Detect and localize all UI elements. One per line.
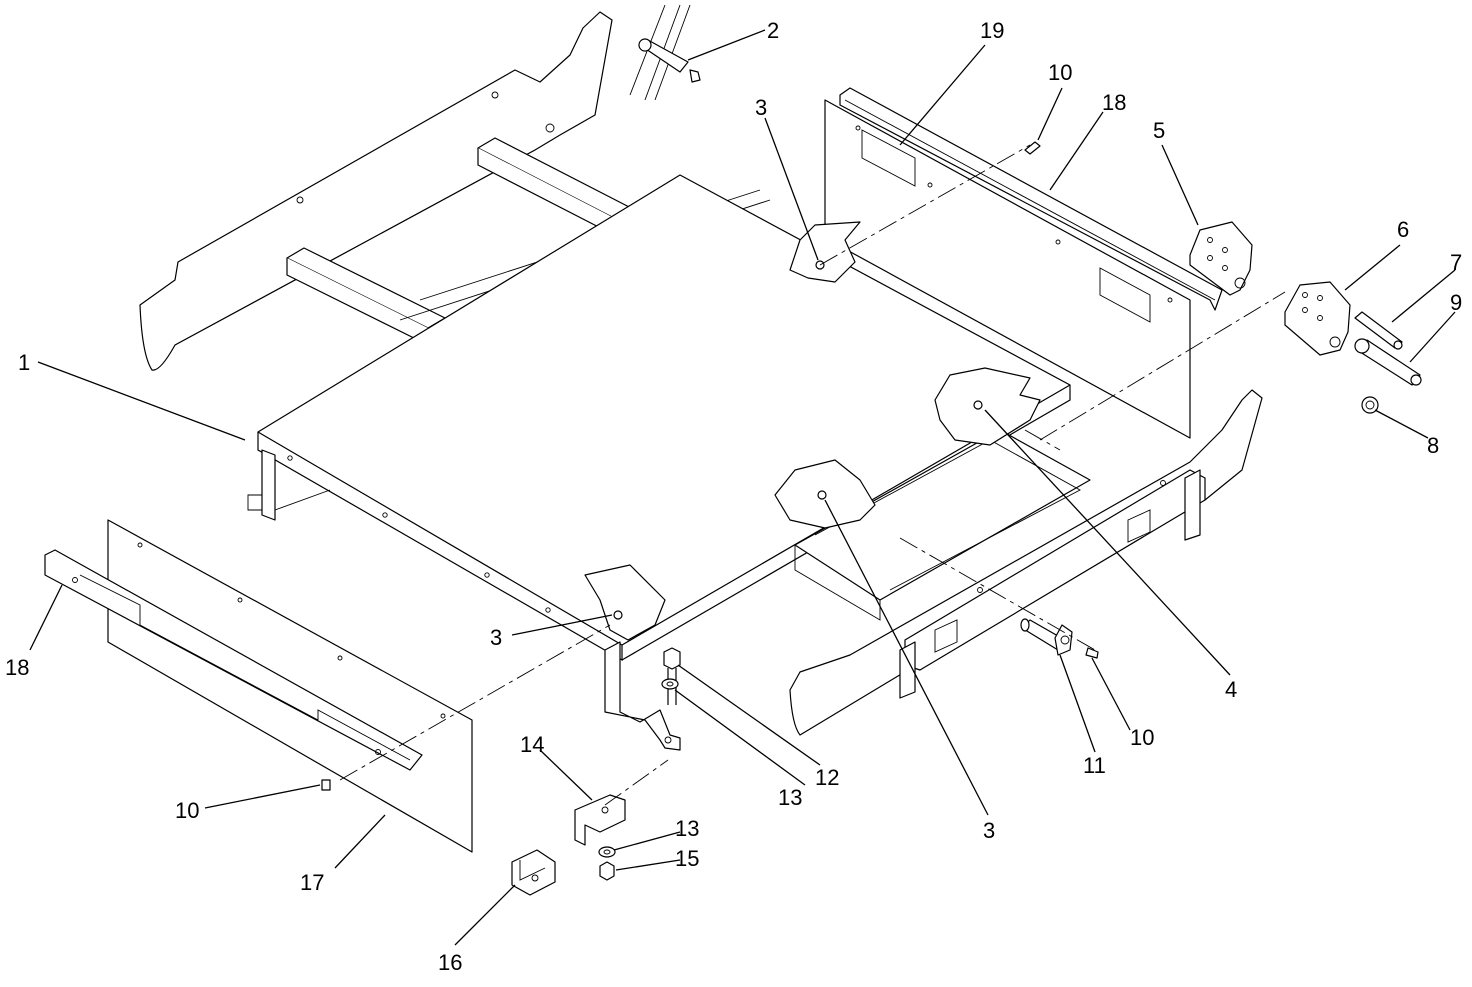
part-5-bracket xyxy=(1189,221,1253,296)
part-9-pin xyxy=(1354,338,1422,386)
angle-strip-front xyxy=(44,549,423,771)
screws xyxy=(321,141,1099,791)
callout-7: 7 xyxy=(1450,250,1462,275)
flaps xyxy=(584,221,1041,641)
callout-6: 6 xyxy=(1397,217,1409,242)
callout-10: 10 xyxy=(1048,60,1072,85)
part-13-washer-upper xyxy=(661,678,679,690)
callout-1: 1 xyxy=(18,350,30,375)
part-16-clip xyxy=(511,849,556,896)
callout-17: 17 xyxy=(300,870,324,895)
part-13-washer-lower xyxy=(598,846,616,858)
rear-plate xyxy=(824,99,1191,439)
callout-labels: 1 2 3 3 3 4 5 6 7 8 9 10 10 10 11 12 13 … xyxy=(5,18,1462,975)
callout-3: 3 xyxy=(755,95,767,120)
part-7-pin xyxy=(1354,311,1403,350)
lower-hanger xyxy=(604,641,681,751)
callout-3: 3 xyxy=(490,625,502,650)
deck-plate xyxy=(247,174,1071,662)
part-12-bolt xyxy=(663,647,681,705)
part-14-bracket xyxy=(574,794,626,846)
part-2-bushing xyxy=(629,4,701,101)
part-11-lock-pin xyxy=(1020,618,1073,656)
callout-13: 13 xyxy=(675,816,699,841)
part-6-bracket xyxy=(1284,281,1351,356)
leader-lines xyxy=(29,29,1456,946)
callout-9: 9 xyxy=(1450,290,1462,315)
part-8-clip xyxy=(1361,396,1379,414)
callout-15: 15 xyxy=(675,846,699,871)
right-side-frame xyxy=(789,389,1263,736)
callout-4: 4 xyxy=(1225,677,1237,702)
callout-13: 13 xyxy=(778,785,802,810)
callout-16: 16 xyxy=(438,950,462,975)
callout-10: 10 xyxy=(1130,725,1154,750)
callout-5: 5 xyxy=(1153,118,1165,143)
callout-18: 18 xyxy=(1102,90,1126,115)
rear-left-frame xyxy=(139,11,613,371)
part-15-nut xyxy=(599,861,615,881)
callout-2: 2 xyxy=(767,18,779,43)
callout-14: 14 xyxy=(520,732,544,757)
callout-19: 19 xyxy=(980,18,1004,43)
callout-10: 10 xyxy=(175,798,199,823)
callout-11: 11 xyxy=(1083,753,1106,778)
callout-3: 3 xyxy=(983,818,995,843)
callout-8: 8 xyxy=(1427,433,1439,458)
callout-18: 18 xyxy=(5,655,29,680)
angle-strip-rear xyxy=(839,87,1223,311)
callout-12: 12 xyxy=(815,765,839,790)
assembly-lines xyxy=(339,144,1286,806)
